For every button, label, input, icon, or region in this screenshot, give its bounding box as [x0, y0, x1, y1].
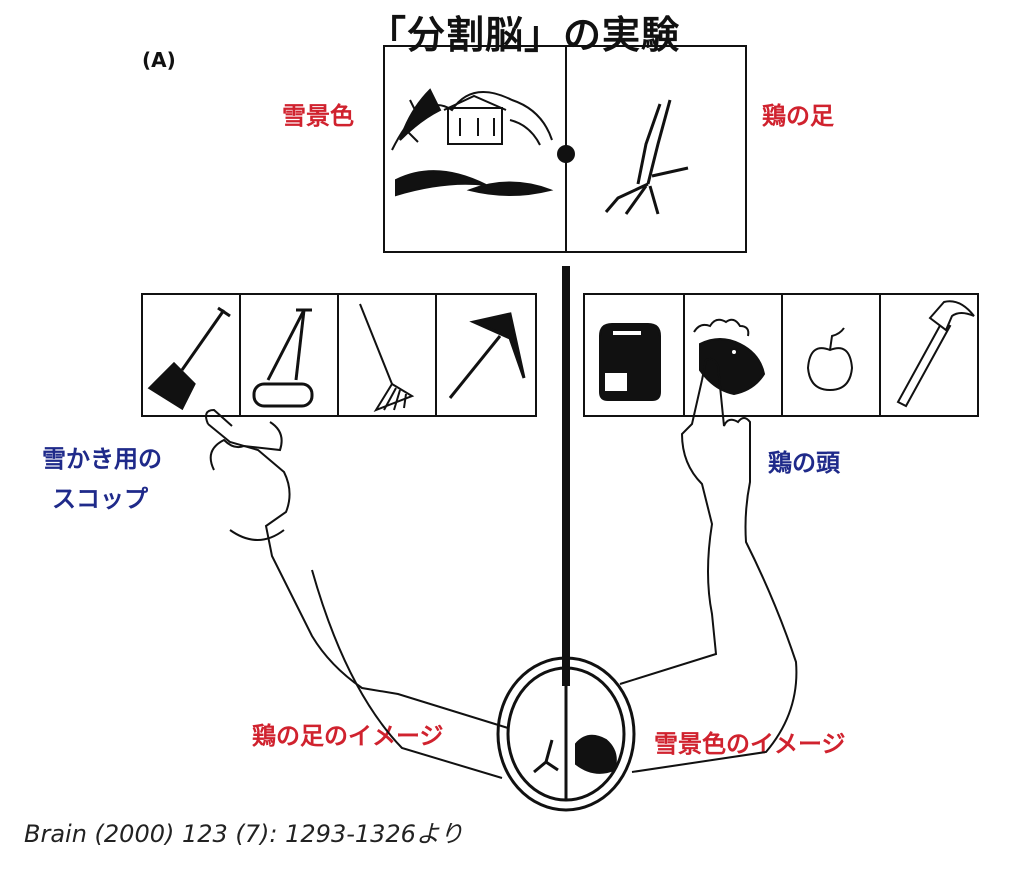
label-snow-shovel-line1: 雪かき用の	[42, 445, 162, 473]
chicken-foot-icon	[604, 99, 689, 215]
fixation-point	[557, 145, 575, 163]
label-right-brain-image: 雪景色のイメージ	[654, 730, 846, 758]
apple-icon	[806, 327, 854, 392]
label-left-brain-image: 鶏の足のイメージ	[252, 722, 444, 750]
left-arm	[205, 408, 509, 779]
citation: Brain (2000) 123 (7): 1293-1326より	[24, 820, 464, 848]
page-title: 「分割脳」の実験	[368, 13, 681, 57]
brain-chicken-foot-icon	[533, 739, 559, 774]
brain-snow-scene-icon	[575, 734, 617, 774]
rake-icon	[359, 303, 415, 413]
brain	[496, 656, 636, 812]
label-snow-shovel-line2: スコップ	[52, 485, 148, 513]
hammer-icon	[896, 300, 975, 408]
right-arm	[619, 357, 798, 773]
snow-scene-icon	[391, 88, 554, 197]
panel-label: (A)	[142, 48, 176, 72]
label-snow-scene: 雪景色	[282, 102, 354, 130]
label-chicken-head: 鶏の頭	[768, 449, 840, 477]
toaster-icon	[599, 323, 661, 401]
pickaxe-icon	[448, 312, 526, 399]
chicken-head-icon	[693, 318, 766, 396]
midline-divider	[562, 266, 570, 686]
label-chicken-foot: 鶏の足	[762, 102, 834, 130]
lawn-roller-icon	[252, 308, 314, 408]
shovel-icon	[147, 306, 231, 411]
